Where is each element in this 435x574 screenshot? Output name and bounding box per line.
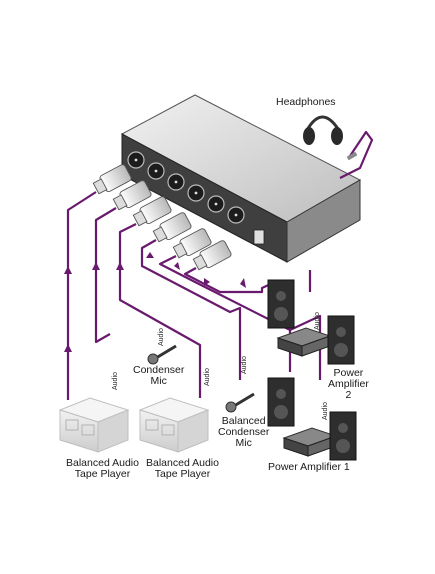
power-amplifier-1-unit [282,427,338,457]
cables [66,130,374,400]
mixer-device [120,94,362,263]
cable-balanced-mic [140,239,242,380]
power-amplifier-1-label: Power Amplifier 1 [268,461,350,473]
audio-label-tape-2: Audio [204,368,211,386]
audio-label-amp1: Audio [322,402,329,420]
xlr-jacks [127,151,245,224]
audio-label-balanced-mic: Audio [241,356,248,374]
cable-condenser-mic [94,207,117,344]
power-switch [253,229,265,245]
tape-player-2-icon [138,397,210,453]
balanced-condenser-mic-icon [225,392,255,413]
cable-amp-1-speaker [289,314,322,380]
condenser-mic-icon [147,344,177,365]
cable-tape-player-1 [66,191,97,400]
xlr-plugs [92,164,232,271]
power-amplifier-2-unit [276,327,332,357]
headphones-icon [303,115,358,161]
audio-label-amp2: Audio [314,312,321,330]
amp2-right-speaker [327,315,355,365]
amp1-left-speaker [267,377,295,427]
device-side [286,179,361,263]
cable-headphones [339,130,374,179]
arrowheads [64,252,246,352]
audio-label-tape-1: Audio [112,372,119,390]
audio-label-mic: Audio [158,328,165,346]
headphones-label: Headphones [276,96,336,108]
cable-amp-2 [183,267,276,294]
tape-player-1-icon [58,397,130,453]
amp1-right-speaker [329,411,357,461]
cable-tape-player-2 [118,223,202,398]
amp2-left-speaker [267,279,295,329]
